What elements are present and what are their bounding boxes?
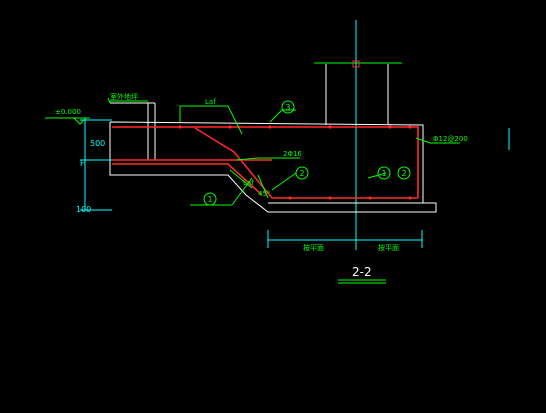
circle-callout-icon <box>281 100 295 114</box>
section-title: 2-2 <box>352 265 372 279</box>
laf-top-label: Laf <box>205 98 216 106</box>
dimension-lines <box>80 119 510 248</box>
circle-callout-icon <box>295 166 309 180</box>
dim-h-label: H <box>80 159 86 168</box>
callout-1-left: 1 <box>207 195 212 204</box>
diagonal-rebar <box>194 127 418 199</box>
width-left-label: 按平面 <box>303 243 324 252</box>
footing-outline <box>109 121 437 213</box>
rebar-dots <box>178 125 412 200</box>
circle-callout-icon <box>377 166 391 180</box>
callout-1-right: 1 <box>381 169 386 178</box>
dim-500-label: 500 <box>90 139 105 148</box>
circle-callout-icon <box>397 166 411 180</box>
callout-2-right: 2 <box>401 169 406 178</box>
laf-bottom-label: Laf <box>243 179 254 187</box>
angle-45-label: 45° <box>258 190 270 198</box>
triangle-down-icon <box>72 117 88 125</box>
outdoor-grade-label: 室外地坪 <box>110 92 138 101</box>
centerline-marker <box>352 60 360 68</box>
mid-bar-label: 2Φ16 <box>283 150 302 158</box>
annotation-leaders <box>45 97 460 284</box>
lower-rebar <box>112 163 263 196</box>
right-bar-label: Φ12@200 <box>433 135 468 143</box>
rebar-lines <box>112 126 419 199</box>
column-outline <box>325 64 389 125</box>
callout-2-mid: 2 <box>299 169 304 178</box>
callouts <box>203 100 411 206</box>
circle-callout-icon <box>203 192 217 206</box>
dim-100-label: 100 <box>76 205 91 214</box>
callout-3-top: 3 <box>285 103 290 112</box>
left-wall-outline <box>110 102 156 160</box>
top-rebar <box>112 126 419 198</box>
grade-label: ±0.000 <box>55 108 81 116</box>
width-right-label: 按平面 <box>378 243 399 252</box>
